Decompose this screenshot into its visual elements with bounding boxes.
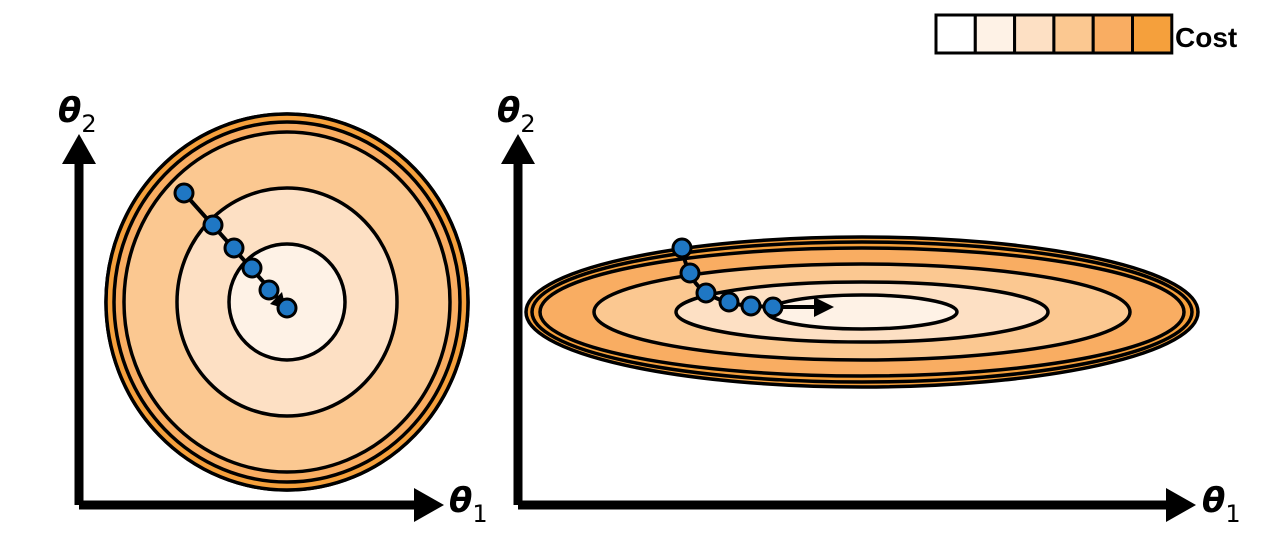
left-y-axis-arrowhead bbox=[62, 134, 96, 164]
right-axes bbox=[501, 134, 1196, 522]
right-y-axis-label: θ2 bbox=[497, 91, 536, 138]
right-x-axis-arrowhead bbox=[1166, 488, 1196, 522]
path-point bbox=[241, 257, 263, 279]
legend-swatches bbox=[934, 13, 1174, 55]
path-point bbox=[202, 214, 224, 236]
legend-swatch bbox=[1131, 13, 1174, 55]
left-panel: θ2 θ1 bbox=[58, 91, 488, 528]
legend-label: Cost bbox=[1175, 22, 1237, 53]
legend-swatch bbox=[1013, 13, 1056, 55]
path-point bbox=[718, 291, 740, 313]
path-point bbox=[173, 182, 195, 204]
right-contours bbox=[524, 235, 1200, 389]
right-descent-path bbox=[671, 237, 834, 318]
left-axes bbox=[62, 134, 444, 522]
path-point bbox=[695, 282, 717, 304]
path-point bbox=[258, 279, 280, 301]
left-y-axis-label: θ2 bbox=[58, 91, 97, 138]
contour-ring bbox=[765, 293, 959, 331]
left-x-axis-label: θ1 bbox=[449, 481, 488, 528]
right-x-axis-label: θ1 bbox=[1202, 481, 1241, 528]
path-point bbox=[740, 295, 762, 317]
legend-swatch bbox=[1091, 13, 1134, 55]
left-x-axis-arrowhead bbox=[414, 488, 444, 522]
descent-arrowhead bbox=[814, 297, 834, 317]
legend-swatch bbox=[973, 13, 1017, 55]
cost-legend: Cost bbox=[934, 13, 1237, 55]
path-point bbox=[762, 296, 784, 318]
path-point bbox=[671, 237, 693, 259]
left-descent-path bbox=[173, 182, 298, 319]
legend-swatch bbox=[934, 13, 977, 55]
right-y-axis-arrowhead bbox=[501, 134, 535, 164]
right-panel: θ2 θ1 bbox=[497, 91, 1241, 528]
legend-swatch bbox=[1052, 13, 1095, 55]
path-point bbox=[679, 262, 701, 284]
path-point bbox=[223, 237, 245, 259]
path-point bbox=[276, 297, 298, 319]
